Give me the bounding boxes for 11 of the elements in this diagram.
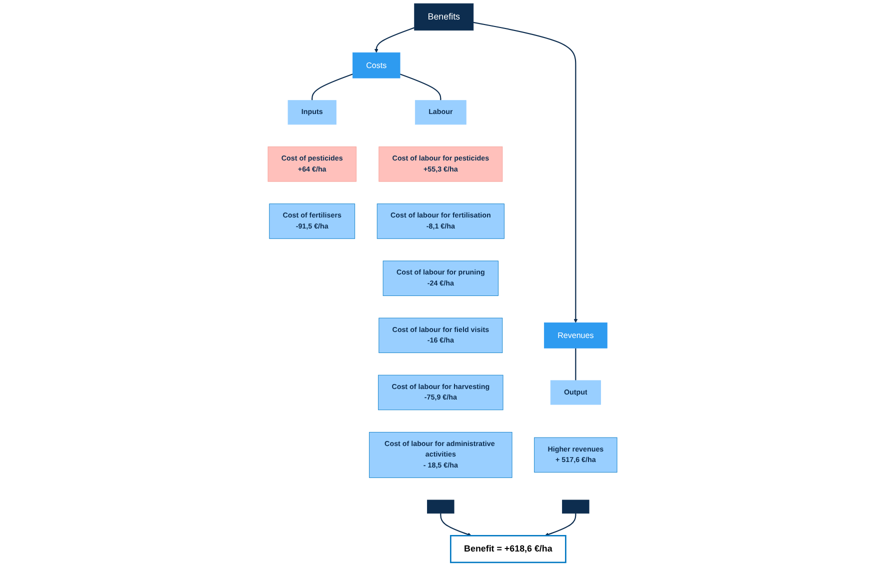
arrow: [473, 22, 578, 323]
connector: [400, 74, 442, 100]
arrow: [544, 513, 576, 536]
arrow: [374, 27, 415, 53]
node-box: Benefit = +618,6 €/ha: [450, 535, 566, 564]
arrow: [440, 513, 472, 536]
node-box: Costs: [352, 52, 400, 78]
node-box: Benefits: [414, 3, 474, 31]
connector: [312, 74, 353, 100]
node-box: Revenues: [544, 322, 608, 348]
connector: [575, 348, 576, 380]
